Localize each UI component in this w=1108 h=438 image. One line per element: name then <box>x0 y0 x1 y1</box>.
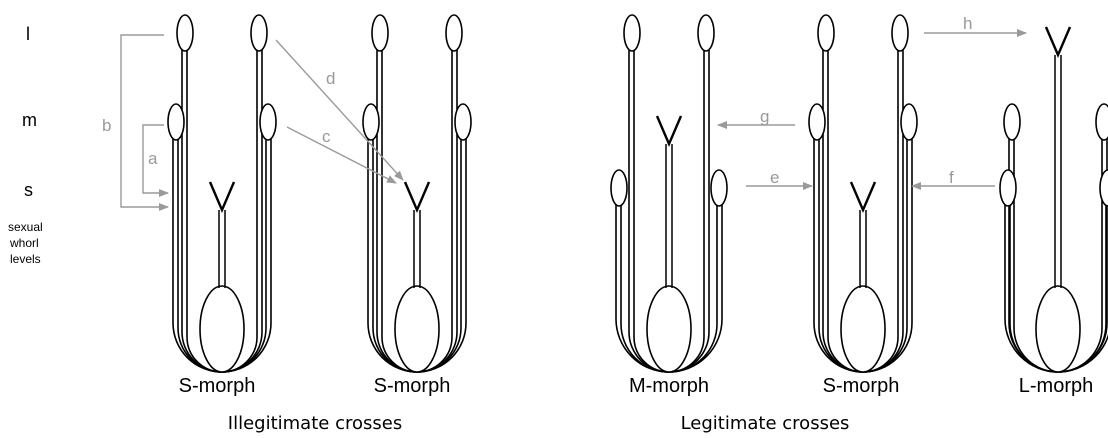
legitimate-crosses-label: Legitimate crosses <box>681 413 850 434</box>
sexual-whorl-line-1: sexual <box>8 220 43 234</box>
flower-s-morph-legitimate <box>809 15 917 372</box>
arrow-d <box>276 40 403 180</box>
anther <box>363 104 379 140</box>
anther <box>698 15 714 51</box>
illegitimate-crosses-label: Illegitimate crosses <box>228 413 402 434</box>
stigma <box>1046 27 1070 55</box>
arrow-b-label: b <box>102 116 111 135</box>
level-m-label: m <box>22 110 37 130</box>
anther <box>1004 104 1020 140</box>
stigma <box>851 182 875 210</box>
stigma <box>657 116 681 144</box>
anther <box>446 15 462 51</box>
anther <box>809 104 825 140</box>
flower-l-morph <box>1000 27 1108 372</box>
morph-label-3: M-morph <box>629 375 709 397</box>
anther <box>818 15 834 51</box>
sexual-whorl-line-3: levels <box>10 252 41 266</box>
arrow-h-label: h <box>963 14 972 33</box>
stigma <box>210 182 234 210</box>
morph-label-1: S-morph <box>179 375 256 397</box>
arrow-a-label: a <box>148 149 158 168</box>
stigma <box>405 182 429 210</box>
morph-label-5: L-morph <box>1019 375 1093 397</box>
anther <box>711 170 727 206</box>
anther <box>455 104 471 140</box>
anther <box>1096 104 1108 140</box>
arrow-b <box>121 35 168 207</box>
anther <box>624 15 640 51</box>
arrow-d-label: d <box>326 69 335 88</box>
anther <box>260 104 276 140</box>
morph-label-4: S-morph <box>823 375 900 397</box>
arrow-g-label: g <box>760 107 769 126</box>
anther <box>251 15 267 51</box>
anther <box>168 104 184 140</box>
flower-s-morph-illegitimate-1 <box>168 15 276 372</box>
arrow-e-label: e <box>770 168 779 187</box>
ovary <box>841 286 885 372</box>
flower-m-morph <box>611 15 727 372</box>
ovary <box>200 286 244 372</box>
anther <box>372 15 388 51</box>
morph-label-2: S-morph <box>374 375 451 397</box>
sexual-whorl-line-2: whorl <box>9 236 39 250</box>
ovary <box>395 286 439 372</box>
arrow-c-label: c <box>322 127 331 146</box>
anther <box>611 170 627 206</box>
flower-s-morph-illegitimate-2 <box>363 15 471 372</box>
anther <box>901 104 917 140</box>
level-s-label: s <box>24 180 33 200</box>
arrow-f-label: f <box>949 168 954 187</box>
anther <box>1000 170 1016 206</box>
level-l-label: l <box>26 24 30 44</box>
anther <box>177 15 193 51</box>
anther <box>892 15 908 51</box>
ovary <box>1036 286 1080 372</box>
ovary <box>647 286 691 372</box>
